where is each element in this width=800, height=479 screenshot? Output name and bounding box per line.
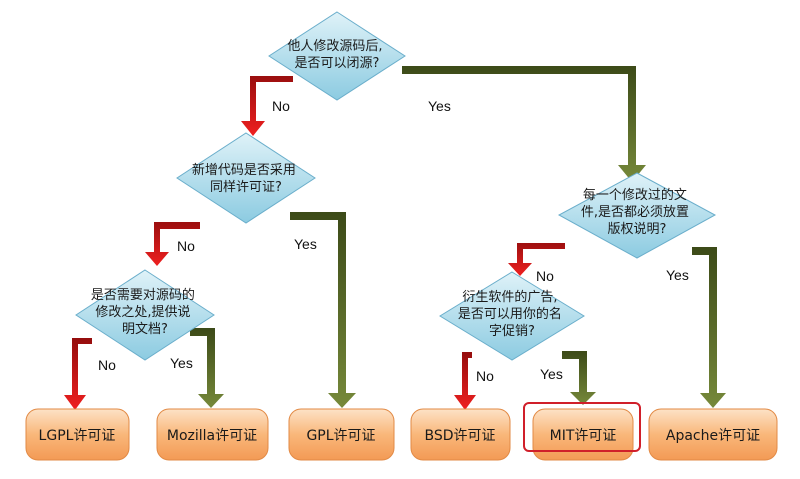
svg-text:他人修改源码后, 是否可以闭源?: 他人修改源码后, 是否可以闭源?	[287, 39, 386, 71]
q3-yes-label: Yes	[170, 355, 193, 371]
q5-yes-label: Yes	[540, 366, 563, 382]
mit-highlight-frame	[523, 402, 641, 452]
q5-line-3: 字促销?	[489, 324, 535, 339]
q1-line-2: 是否可以闭源?	[295, 56, 380, 71]
svg-text:每一个修改过的文 件,是否都必须放置: 每一个修改过的文 件,是否都必须放置 版权说明?	[581, 187, 693, 237]
decision-diamond-copyright-notice: 每一个修改过的文 件,是否都必须放置 版权说明?	[557, 172, 717, 259]
q2-line-1: 新增代码是否采用	[192, 162, 296, 178]
q2-yes-arrow	[290, 212, 356, 408]
q5-no-label: No	[476, 368, 494, 384]
license-box-mit: MIT许可证	[532, 408, 634, 461]
q3-no-label: No	[98, 357, 116, 373]
q2-no-label: No	[177, 238, 195, 254]
license-mozilla-label: Mozilla许可证	[167, 428, 257, 444]
q1-no-label: No	[272, 98, 290, 114]
q5-line-1: 衍生软件的广告,	[462, 289, 557, 305]
q1-yes-label: Yes	[428, 98, 451, 114]
q5-line-2: 是否可以用你的名	[458, 306, 562, 322]
svg-text:新增代码是否采用 同样许可证?: 新增代码是否采用 同样许可证?	[192, 162, 300, 195]
q4-yes-arrow	[692, 247, 726, 408]
license-box-mozilla: Mozilla许可证	[156, 408, 269, 461]
q2-line-2: 同样许可证?	[210, 180, 282, 195]
license-box-bsd: BSD许可证	[410, 408, 511, 461]
q4-no-arrow	[508, 235, 565, 276]
license-bsd-label: BSD许可证	[424, 428, 495, 444]
decision-diamond-close-source: 他人修改源码后, 是否可以闭源?	[268, 11, 406, 101]
decision-diamond-same-license: 新增代码是否采用 同样许可证?	[176, 132, 316, 224]
license-box-lgpl: LGPL许可证	[25, 408, 130, 461]
q4-yes-label: Yes	[666, 267, 689, 283]
license-apache-label: Apache许可证	[666, 428, 760, 444]
q3-line-2: 修改之处,提供说	[95, 304, 190, 320]
q4-line-1: 每一个修改过的文	[583, 187, 687, 203]
q4-no-label: No	[536, 268, 554, 284]
q3-yes-arrow	[190, 328, 224, 408]
q1-yes-arrow	[402, 66, 646, 182]
license-box-apache: Apache许可证	[648, 408, 778, 461]
q2-no-arrow	[145, 213, 200, 266]
q3-no-arrow	[64, 330, 92, 410]
license-box-gpl: GPL许可证	[288, 408, 395, 461]
q4-line-2: 件,是否都必须放置	[581, 205, 689, 220]
svg-text:衍生软件的广告, 是否可以用你的名: 衍生软件的广告, 是否可以用你的名 字促销?	[458, 289, 566, 339]
svg-text:是否需要对源码的 修改之处,提供说: 是否需要对源码的 修改之处,提供说 明文档?	[91, 287, 199, 337]
q1-line-1: 他人修改源码后,	[287, 39, 382, 54]
decision-diamond-document-changes: 是否需要对源码的 修改之处,提供说 明文档?	[75, 269, 215, 361]
license-gpl-label: GPL许可证	[306, 428, 375, 444]
q5-no-arrow	[454, 345, 476, 410]
license-mit-label: MIT许可证	[550, 428, 617, 444]
q1-no-arrow	[241, 65, 293, 136]
q2-yes-label: Yes	[294, 236, 317, 252]
decision-diamond-promote-name: 衍生软件的广告, 是否可以用你的名 字促销?	[439, 271, 585, 361]
q5-yes-arrow	[562, 351, 596, 405]
q3-line-1: 是否需要对源码的	[91, 287, 195, 303]
q3-line-3: 明文档?	[122, 322, 168, 337]
q4-line-3: 版权说明?	[608, 221, 667, 237]
license-lgpl-label: LGPL许可证	[39, 428, 116, 444]
